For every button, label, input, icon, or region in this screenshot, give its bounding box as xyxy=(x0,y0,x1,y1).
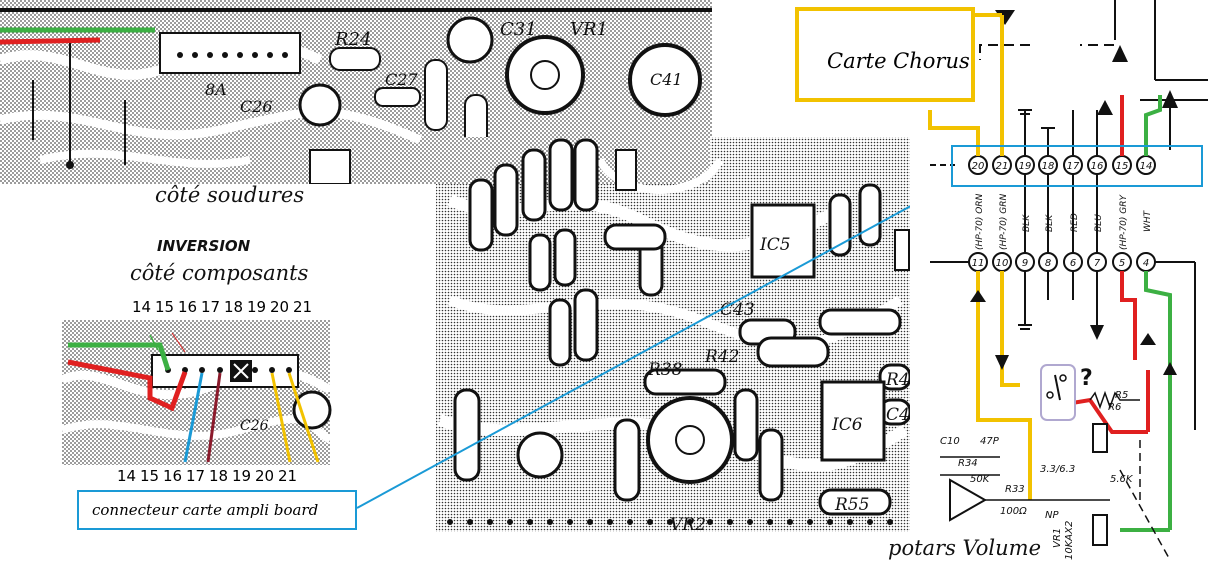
svg-text:WHT: WHT xyxy=(1143,209,1153,232)
pin-label: 16 xyxy=(177,298,198,316)
pin-label: 21 xyxy=(277,467,298,485)
pin-label: 14 xyxy=(131,298,152,316)
pin-label: 20 xyxy=(269,298,290,316)
svg-text:5.6K: 5.6K xyxy=(1110,474,1134,485)
svg-text:R24: R24 xyxy=(334,29,371,50)
label-solder-side: côté soudures xyxy=(155,183,305,207)
svg-text:NP: NP xyxy=(1045,510,1059,521)
pin-label: 17 xyxy=(185,467,206,485)
svg-text:BLK: BLK xyxy=(1022,214,1032,232)
connector-highlight-strip xyxy=(951,145,1203,187)
pin-label: 18 xyxy=(223,298,244,316)
pin-label: 15 xyxy=(154,298,175,316)
svg-text:3.3/6.3: 3.3/6.3 xyxy=(1040,464,1075,475)
svg-text:18: 18 xyxy=(1042,161,1055,172)
pcb-component-side: IC5 IC6 R42 R38 R55 VR2 C43 R4 C4 xyxy=(436,137,912,535)
svg-text:21: 21 xyxy=(996,161,1009,172)
svg-text:8: 8 xyxy=(1045,258,1051,269)
svg-text:(HP-70) GRN: (HP-70) GRN xyxy=(999,193,1009,250)
pin-label: 21 xyxy=(292,298,313,316)
label-component-side: côté composants xyxy=(130,261,309,285)
svg-text:C26: C26 xyxy=(240,418,269,434)
blue-pointer-lines xyxy=(356,182,954,509)
label-inversion: INVERSION xyxy=(157,237,251,255)
pin-label: 18 xyxy=(208,467,229,485)
svg-text:VR2: VR2 xyxy=(670,515,706,535)
pin-label: 16 xyxy=(162,467,183,485)
svg-text:14: 14 xyxy=(1140,161,1153,172)
svg-text:100Ω: 100Ω xyxy=(1000,506,1027,517)
svg-text:IC6: IC6 xyxy=(831,415,863,435)
svg-text:C4: C4 xyxy=(886,405,910,425)
svg-text:6: 6 xyxy=(1070,258,1076,269)
chorus-card-label: Carte Chorus xyxy=(827,49,970,73)
svg-text:7: 7 xyxy=(1094,258,1101,269)
svg-text:(HP-70) GRY: (HP-70) GRY xyxy=(1119,193,1129,250)
pin-label: 17 xyxy=(200,298,221,316)
svg-text:IC5: IC5 xyxy=(759,235,791,255)
svg-text:R5: R5 xyxy=(1115,390,1128,401)
svg-text:17: 17 xyxy=(1067,161,1080,172)
svg-text:RED: RED xyxy=(1070,213,1080,232)
svg-text:16: 16 xyxy=(1091,161,1104,172)
svg-text:C27: C27 xyxy=(385,70,418,89)
connector-callout-label: connecteur carte ampli board xyxy=(92,501,319,519)
svg-text:4: 4 xyxy=(1143,258,1149,269)
svg-text:(HP-70) ORN: (HP-70) ORN xyxy=(975,193,985,250)
svg-text:C41: C41 xyxy=(650,70,683,89)
svg-text:BLK: BLK xyxy=(1045,214,1055,232)
svg-text:5: 5 xyxy=(1119,258,1125,269)
svg-text:R42: R42 xyxy=(704,347,739,367)
connector-callout-box: connecteur carte ampli board xyxy=(77,490,357,530)
svg-text:10KAX2: 10KAX2 xyxy=(1064,521,1075,560)
svg-text:R4: R4 xyxy=(885,370,910,390)
svg-text:R33: R33 xyxy=(1005,484,1025,495)
svg-text:11: 11 xyxy=(972,258,985,269)
svg-text:C43: C43 xyxy=(720,300,755,320)
wires-top-left xyxy=(0,27,155,45)
svg-text:C26: C26 xyxy=(240,97,273,116)
svg-text:R55: R55 xyxy=(834,495,869,515)
pin-label: 19 xyxy=(231,467,252,485)
svg-text:R6: R6 xyxy=(1108,402,1121,413)
svg-text:8A: 8A xyxy=(205,80,227,99)
pcb-inset: C26 xyxy=(59,320,333,465)
svg-text:19: 19 xyxy=(1019,161,1032,172)
svg-text:10: 10 xyxy=(996,258,1009,269)
svg-text:VR1: VR1 xyxy=(570,19,608,40)
pcb-solder-side: R24 C31 VR1 C41 C27 C26 8A xyxy=(0,0,712,185)
pin-label: 19 xyxy=(246,298,267,316)
svg-text:VR1: VR1 xyxy=(1052,528,1063,548)
chorus-card-box: Carte Chorus xyxy=(795,7,975,102)
svg-text:C31: C31 xyxy=(500,19,537,40)
schematic: 20 21 19 18 17 16 15 14 11 10 9 8 6 7 5 … xyxy=(910,0,1208,567)
svg-text:50K: 50K xyxy=(970,474,991,485)
svg-text:47P: 47P xyxy=(980,436,1000,447)
pin-label: 14 xyxy=(116,467,137,485)
pin-label: 15 xyxy=(139,467,160,485)
svg-text:R34: R34 xyxy=(958,458,978,469)
pin-label: 20 xyxy=(254,467,275,485)
svg-text:?: ? xyxy=(1080,366,1093,391)
svg-text:C10: C10 xyxy=(940,436,960,447)
label-potars-volume: potars Volume xyxy=(888,536,1041,560)
svg-text:20: 20 xyxy=(972,161,985,172)
svg-text:15: 15 xyxy=(1116,161,1129,172)
svg-text:R38: R38 xyxy=(647,360,683,380)
svg-text:BLU: BLU xyxy=(1094,214,1104,232)
svg-text:9: 9 xyxy=(1022,258,1028,269)
